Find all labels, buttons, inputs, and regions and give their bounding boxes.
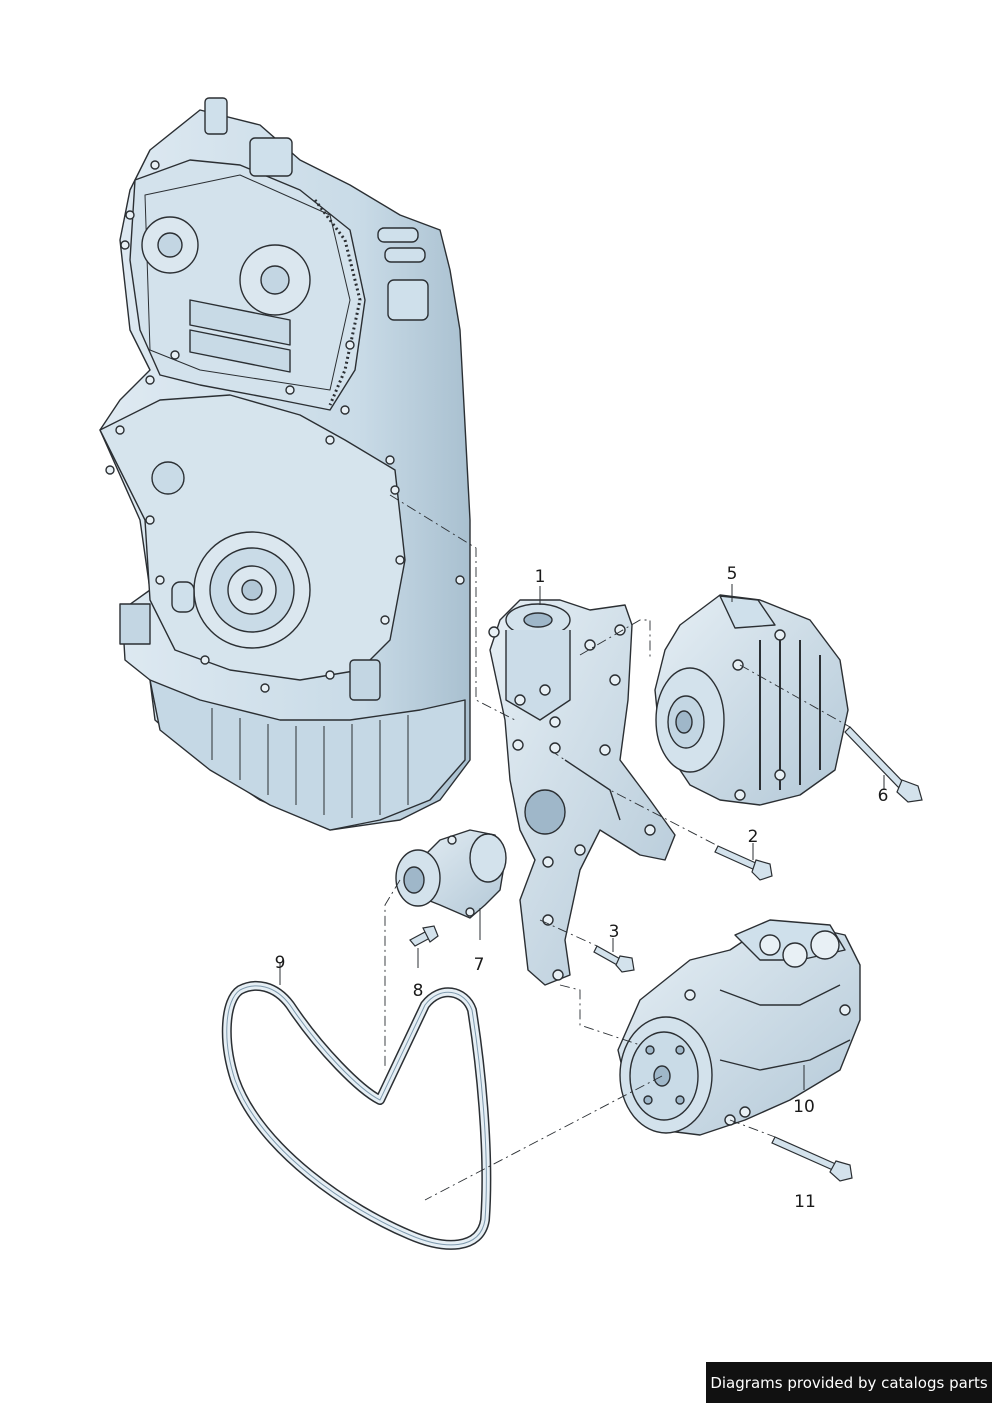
callout-8: 8 <box>412 981 424 1001</box>
callout-9: 9 <box>274 953 286 973</box>
bolt-3 <box>593 945 635 973</box>
leader-lines <box>279 584 885 1090</box>
credit-banner: Diagrams provided by catalogs parts <box>706 1362 992 1403</box>
callout-5: 5 <box>726 564 738 584</box>
callout-6: 6 <box>877 786 889 806</box>
alternator <box>654 594 849 806</box>
ac-compressor <box>617 919 861 1136</box>
belt-tensioner <box>395 829 507 919</box>
engine-block <box>99 97 471 831</box>
bolt-8 <box>409 925 439 947</box>
callout-10: 10 <box>793 1097 815 1117</box>
callout-3: 3 <box>608 922 620 942</box>
callout-2: 2 <box>747 827 759 847</box>
poly-v-belt <box>221 980 492 1250</box>
bolt-6 <box>844 726 923 803</box>
accessory-bracket <box>488 599 676 986</box>
bolt-11 <box>771 1136 853 1182</box>
callout-7: 7 <box>473 955 485 975</box>
bolt-2 <box>714 845 773 881</box>
callout-1: 1 <box>534 567 546 587</box>
alignment-lines <box>384 494 851 1201</box>
callout-11: 11 <box>794 1192 816 1212</box>
